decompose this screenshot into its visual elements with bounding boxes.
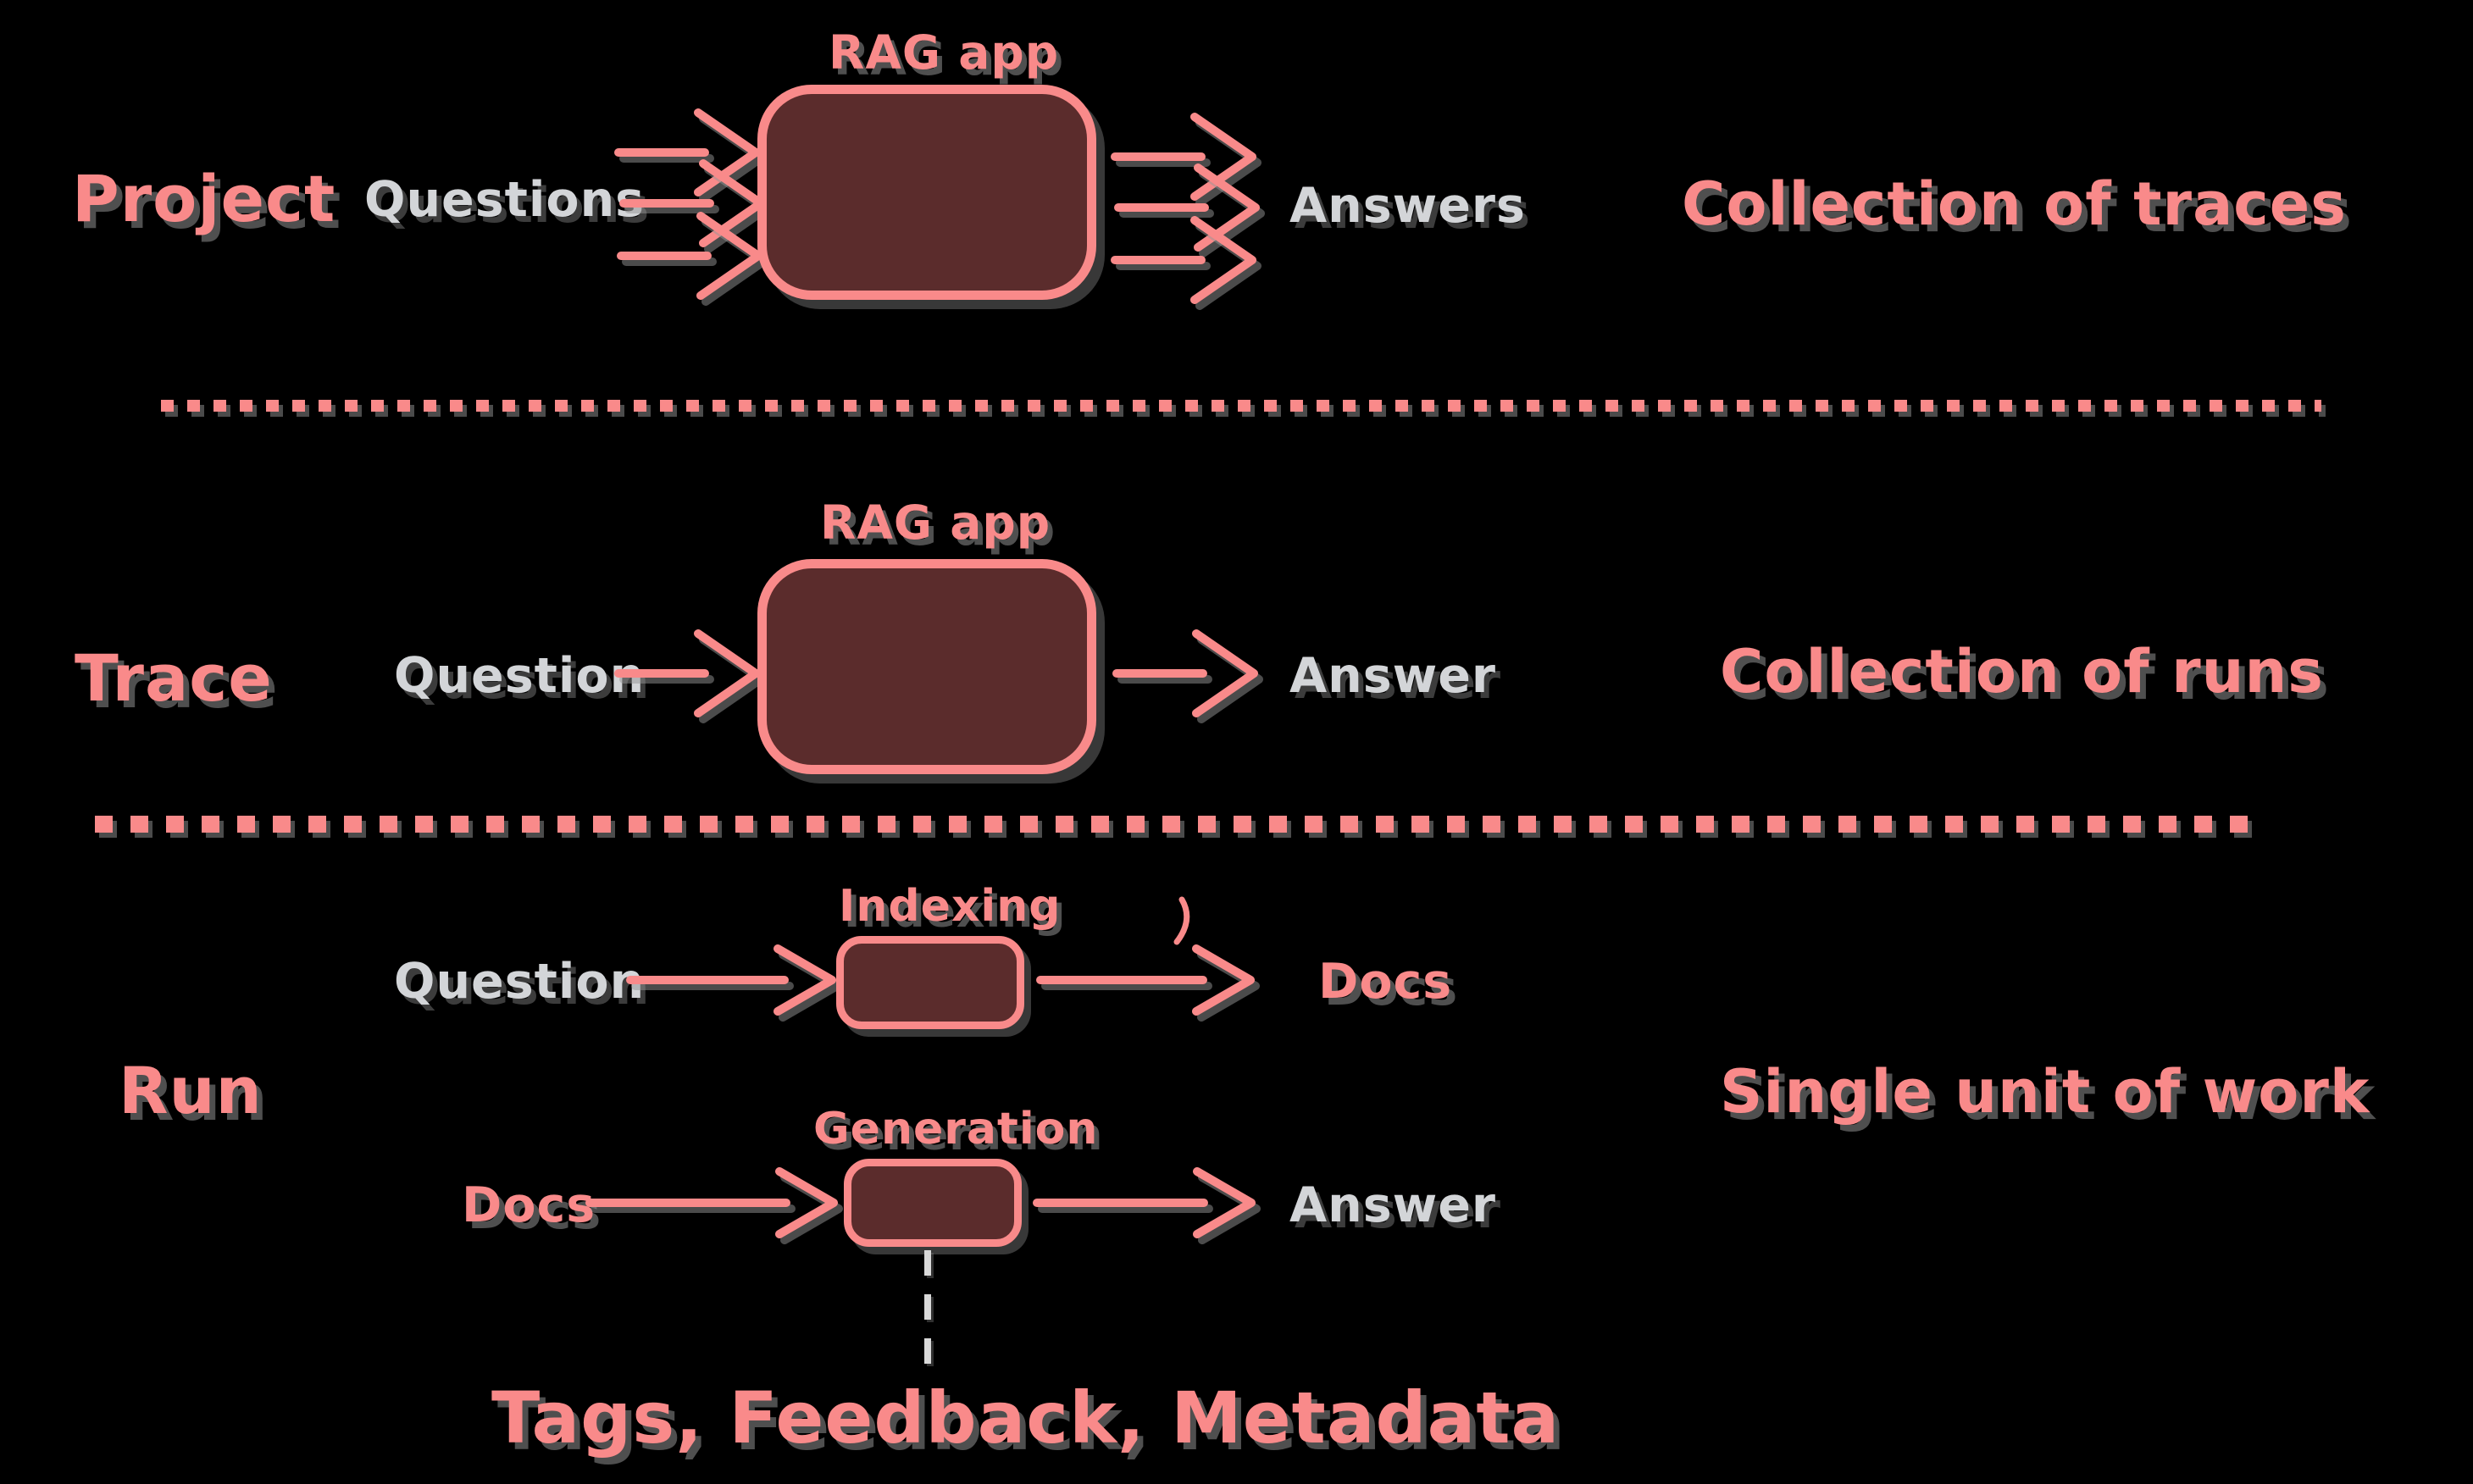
trace-note: Collection of runs <box>1720 637 2324 706</box>
dashed-separator <box>161 400 2321 412</box>
arrow-right-icon <box>614 629 760 717</box>
project-input-label: Questions <box>364 172 646 228</box>
generation-output-label: Answer <box>1289 1177 1497 1233</box>
generation-input-label: Docs <box>462 1177 596 1233</box>
run-annotation: Tags, Feedback, Metadata <box>491 1376 1561 1459</box>
generation-box <box>844 1159 1022 1247</box>
trace-input-label: Question <box>394 648 646 704</box>
arrow-right-icon <box>585 1167 838 1238</box>
label-tail-icon <box>1173 896 1190 945</box>
arrow-right-icon <box>626 944 836 1016</box>
trace-title: Trace <box>75 640 273 716</box>
arrow-right-icon <box>617 212 762 300</box>
rag-app-box-label: RAG app <box>829 25 1060 80</box>
arrow-right-icon <box>1112 629 1258 717</box>
indexing-box <box>836 936 1024 1029</box>
run-title: Run <box>119 1053 263 1128</box>
indexing-input-label: Question <box>394 954 646 1010</box>
project-note: Collection of traces <box>1682 169 2347 239</box>
dashed-connector <box>924 1250 931 1367</box>
arrow-right-icon <box>1111 216 1256 304</box>
rag-app-box-label: RAG app <box>820 496 1051 550</box>
indexing-output-label: Docs <box>1318 954 1453 1010</box>
arrow-right-icon <box>1036 944 1255 1016</box>
indexing-box-label: Indexing <box>839 881 1062 932</box>
arrow-right-icon <box>614 108 760 197</box>
generation-box-label: Generation <box>813 1104 1099 1155</box>
dashed-separator <box>95 816 2257 833</box>
trace-output-label: Answer <box>1289 648 1497 704</box>
project-title: Project <box>72 161 336 236</box>
project-output-label: Answers <box>1289 178 1526 234</box>
rag-app-box <box>757 85 1096 300</box>
run-note: Single unit of work <box>1720 1057 2370 1127</box>
rag-app-box <box>757 559 1096 774</box>
arrow-right-icon <box>1033 1167 1256 1238</box>
